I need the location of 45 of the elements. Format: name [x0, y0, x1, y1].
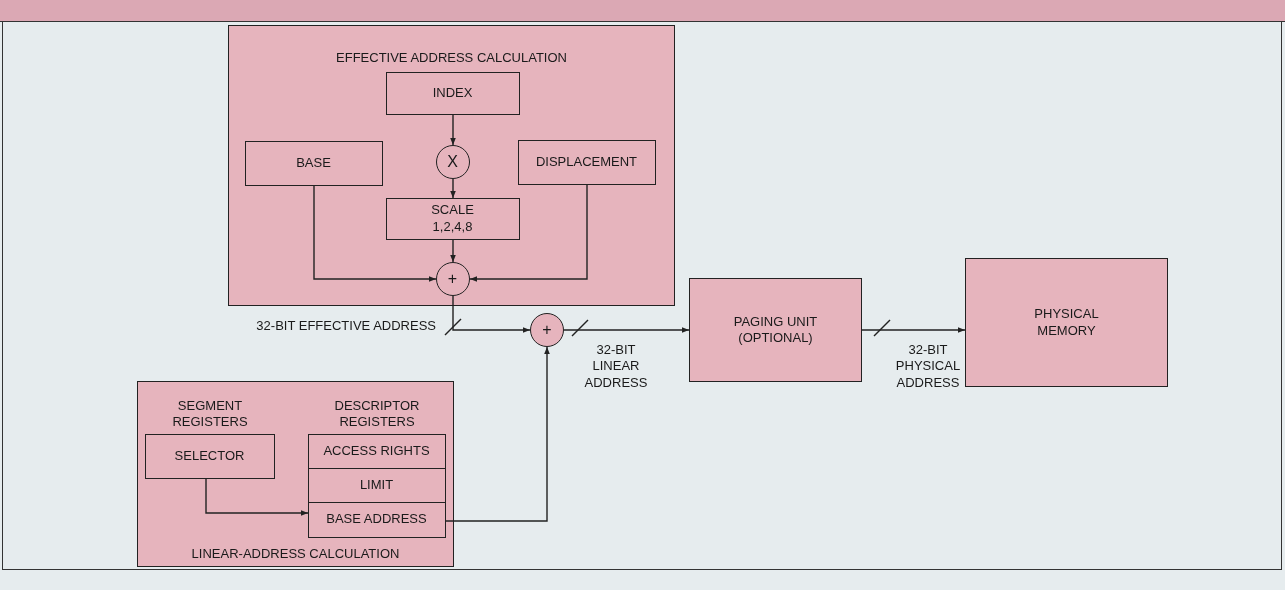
process-box — [689, 278, 862, 382]
node-label: + — [542, 320, 552, 340]
process-box — [144, 433, 275, 479]
arrow — [313, 185, 437, 282]
node-label: BASE — [296, 154, 331, 172]
process-box — [385, 197, 520, 240]
process-box — [307, 433, 446, 469]
operator-circle — [435, 261, 470, 296]
edge-label: 32-BIT LINEAR ADDRESS — [583, 342, 649, 391]
node-label: EFFECTIVE ADDRESS CALCULATION — [335, 50, 568, 67]
node-label: LINEAR-ADDRESS CALCULATION — [191, 545, 400, 562]
arrow — [563, 327, 690, 333]
group-panel — [137, 381, 454, 567]
node-label: DISPLACEMENT — [535, 153, 638, 171]
edge-label: 32-BIT PHYSICAL ADDRESS — [894, 342, 962, 391]
node-label: X — [447, 151, 458, 172]
process-box — [307, 501, 446, 538]
process-box — [244, 140, 383, 186]
arrow — [450, 239, 456, 263]
arrow — [469, 184, 588, 282]
node-label: PAGING UNIT (OPTIONAL) — [732, 313, 819, 347]
process-box — [517, 139, 656, 185]
node-label: SCALE 1,2,4,8 — [430, 202, 475, 235]
node-label: + — [447, 268, 458, 289]
node-label: BASE ADDRESS — [326, 511, 427, 528]
arrow — [861, 327, 966, 333]
group-panel — [228, 25, 675, 306]
section-heading: DESCRIPTOR REGISTERS — [333, 398, 421, 431]
node-label: LIMIT — [359, 476, 394, 494]
section-heading: SEGMENT REGISTERS — [171, 398, 249, 431]
process-box — [965, 258, 1168, 387]
arrow — [445, 346, 550, 522]
node-label: INDEX — [432, 84, 473, 102]
arrow — [450, 178, 456, 199]
operator-circle — [435, 144, 470, 179]
edge-label: 32-BIT EFFECTIVE ADDRESS — [255, 318, 436, 335]
arrow — [452, 295, 531, 333]
arrow — [205, 478, 309, 516]
node-label: SELECTOR — [174, 447, 245, 465]
node-label: PHYSICAL MEMORY — [1033, 306, 1100, 339]
arrow — [450, 114, 456, 146]
node-label: ACCESS RIGHTS — [323, 442, 430, 460]
process-box — [307, 467, 446, 503]
process-box — [385, 71, 520, 115]
operator-circle — [530, 313, 564, 347]
